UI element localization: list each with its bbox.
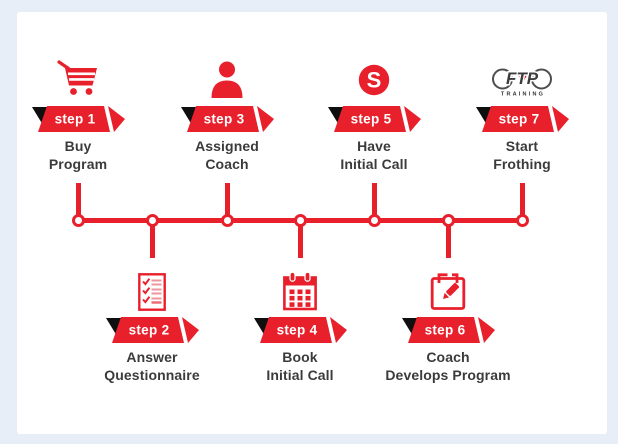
step-7-label: Start Frothing: [447, 138, 597, 173]
timeline-node: [367, 213, 381, 227]
ftp-training-logo: FTP FTP TRAINING: [447, 56, 597, 100]
step-5-label-line2: Initial Call: [340, 155, 408, 172]
step-6-label-line1: Coach: [426, 349, 470, 365]
calendar-edit-icon: [373, 267, 523, 311]
timeline-connector: [225, 183, 230, 222]
timeline-connector: [150, 220, 155, 258]
timeline-node: [515, 213, 529, 227]
svg-text:FTP: FTP: [506, 69, 539, 88]
step-3-label-line2: Coach: [205, 155, 249, 172]
step-2-label-line2: Questionnaire: [104, 366, 200, 383]
step-6-group: step 6 Coach Develops Program: [373, 267, 523, 384]
step-3-group: step 3 Assigned Coach: [152, 56, 302, 173]
timeline-connector: [298, 220, 303, 258]
step-2-banner: step 2: [77, 313, 227, 347]
diagram-card: [17, 12, 607, 434]
svg-text:S: S: [367, 68, 382, 93]
skype-icon: S: [299, 56, 449, 100]
step-3-banner: step 3: [152, 102, 302, 136]
svg-text:step 1: step 1: [55, 112, 96, 127]
step-1-banner: step 1: [3, 102, 153, 136]
timeline-node: [441, 213, 455, 227]
shopping-cart-icon: [3, 56, 153, 100]
timeline-connector: [372, 183, 377, 222]
step-6-label-line2: Develops Program: [385, 366, 511, 383]
timeline-connector: [76, 183, 81, 222]
step-4-label-line2: Initial Call: [266, 366, 334, 383]
person-coach-icon: [152, 56, 302, 100]
svg-text:step 4: step 4: [277, 323, 318, 338]
step-3-label-line1: Assigned: [195, 138, 259, 154]
timeline-node: [293, 213, 307, 227]
calendar-icon: [225, 267, 375, 311]
svg-text:step 5: step 5: [351, 112, 392, 127]
svg-text:step 7: step 7: [499, 112, 540, 127]
timeline-connector: [446, 220, 451, 258]
svg-text:step 3: step 3: [204, 112, 245, 127]
step-2-label: Answer Questionnaire: [77, 349, 227, 384]
step-7-group: FTP FTP TRAINING step 7 Start Frothing: [447, 56, 597, 173]
step-1-label-line2: Program: [48, 155, 108, 172]
svg-text:FTP: FTP: [506, 69, 539, 88]
step-2-label-line1: Answer: [126, 349, 178, 365]
questionnaire-checklist-icon: [77, 267, 227, 311]
step-3-label: Assigned Coach: [152, 138, 302, 173]
timeline-node: [220, 213, 234, 227]
step-7-label-line1: Start: [505, 138, 539, 154]
step-1-label: Buy Program: [3, 138, 153, 173]
step-6-banner: step 6: [373, 313, 523, 347]
svg-text:step 2: step 2: [129, 323, 170, 338]
step-5-label-line1: Have: [357, 138, 391, 154]
timeline-node: [71, 213, 85, 227]
step-4-label-line1: Book: [282, 349, 318, 365]
svg-text:step 6: step 6: [425, 323, 466, 338]
timeline-node: [145, 213, 159, 227]
step-4-label: Book Initial Call: [225, 349, 375, 384]
step-4-group: step 4 Book Initial Call: [225, 267, 375, 384]
step-1-group: step 1 Buy Program: [3, 56, 153, 173]
step-5-label: Have Initial Call: [299, 138, 449, 173]
step-2-group: step 2 Answer Questionnaire: [77, 267, 227, 384]
step-1-label-line1: Buy: [64, 138, 92, 154]
svg-text:TRAINING: TRAINING: [501, 92, 545, 98]
step-7-label-line2: Frothing: [493, 155, 551, 172]
step-4-banner: step 4: [225, 313, 375, 347]
step-6-label: Coach Develops Program: [373, 349, 523, 384]
step-5-group: S step 5 Have Initial Call: [299, 56, 449, 173]
timeline-connector: [520, 183, 525, 222]
step-5-banner: step 5: [299, 102, 449, 136]
step-7-banner: step 7: [447, 102, 597, 136]
